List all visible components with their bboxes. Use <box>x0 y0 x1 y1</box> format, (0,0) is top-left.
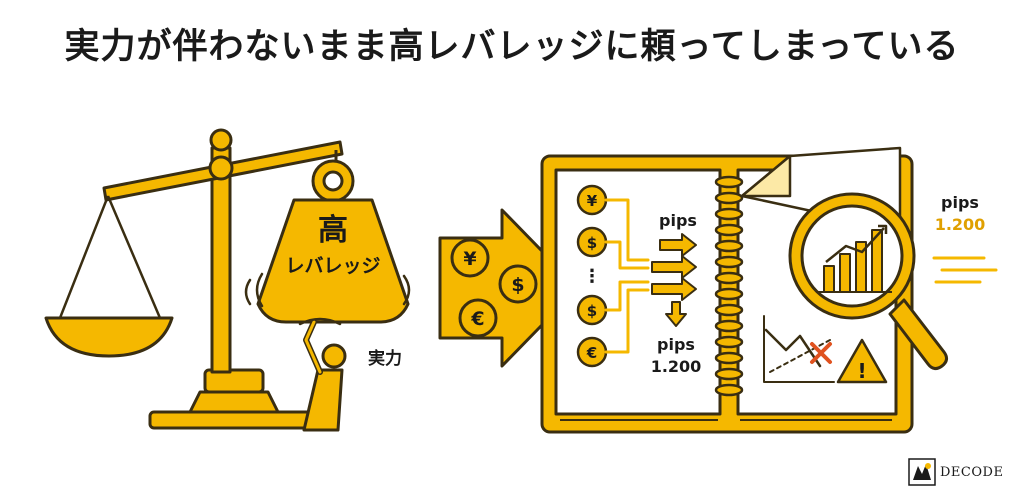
flow-euro-symbol: € <box>586 344 597 362</box>
flow-yen-symbol: ¥ <box>587 192 598 210</box>
warning-icon: ! <box>836 338 888 384</box>
yen-symbol: ¥ <box>463 248 476 270</box>
currency-flow-symbols: ¥ $ ⋮ $ € <box>583 192 601 362</box>
currency-flow <box>576 184 650 368</box>
scale-finial <box>209 128 233 152</box>
side-pips-label: pips <box>941 193 979 212</box>
spiral-ring <box>714 383 744 397</box>
arrow-coins: ¥ $ € <box>450 238 538 338</box>
person-head <box>321 343 347 369</box>
spiral-ring <box>714 367 744 381</box>
yen-coin-icon <box>450 238 490 278</box>
pips-arrows <box>651 233 697 327</box>
flow-ellipsis: ⋮ <box>583 266 601 287</box>
page-title: 実力が伴わないまま高レバレッジに頼ってしまっている <box>64 27 960 67</box>
dollar-coin-icon <box>498 264 538 304</box>
left-pan <box>44 316 174 358</box>
dollar-symbol: $ <box>511 274 524 296</box>
spiral-ring <box>714 223 744 237</box>
person-label: 実力 <box>368 348 402 369</box>
spiral-ring <box>714 351 744 365</box>
pips-value-bottom: 1.200 <box>651 357 702 376</box>
leverage-weight: 高 レバレッジ <box>256 159 410 324</box>
spiral-ring <box>714 271 744 285</box>
scale-base <box>148 410 320 430</box>
flow-dollar2-symbol: $ <box>587 302 597 320</box>
spiral-ring <box>714 319 744 333</box>
magnifier-icon <box>788 192 949 371</box>
pips-label-top: pips <box>659 211 697 230</box>
side-pips-value: 1.200 <box>935 215 986 234</box>
spiral-ring <box>714 239 744 253</box>
euro-symbol: € <box>470 308 484 330</box>
euro-coin-icon <box>458 298 498 338</box>
logo-text: DECODE <box>940 464 1004 480</box>
spiral-ring <box>714 303 744 317</box>
left-pan-strings <box>58 195 162 319</box>
spiral-ring <box>714 207 744 221</box>
person-body <box>302 368 344 432</box>
weight-motion-lines <box>244 272 411 308</box>
spiral-ring <box>714 287 744 301</box>
spiral-ring <box>714 191 744 205</box>
decode-logo: DECODE <box>908 450 1012 494</box>
pips-label-bottom: pips <box>657 335 695 354</box>
flow-dollar-symbol: $ <box>587 234 597 252</box>
person-figure: 実力 <box>298 317 402 432</box>
logo-emblem-icon <box>908 458 936 486</box>
spiral-binding <box>714 175 744 397</box>
speed-lines <box>932 256 998 284</box>
spiral-ring <box>714 335 744 349</box>
warning-symbol: ! <box>857 359 866 383</box>
weight-label-top: 高 <box>318 213 348 248</box>
loss-chart <box>763 315 835 383</box>
scale-base-stand <box>188 390 280 414</box>
scale-pivot <box>208 155 234 181</box>
weight-label-bottom: レバレッジ <box>285 255 380 277</box>
x-mark-icon <box>810 342 832 364</box>
spiral-ring <box>714 255 744 269</box>
scale-pillar <box>210 146 232 374</box>
spiral-ring <box>714 175 744 189</box>
